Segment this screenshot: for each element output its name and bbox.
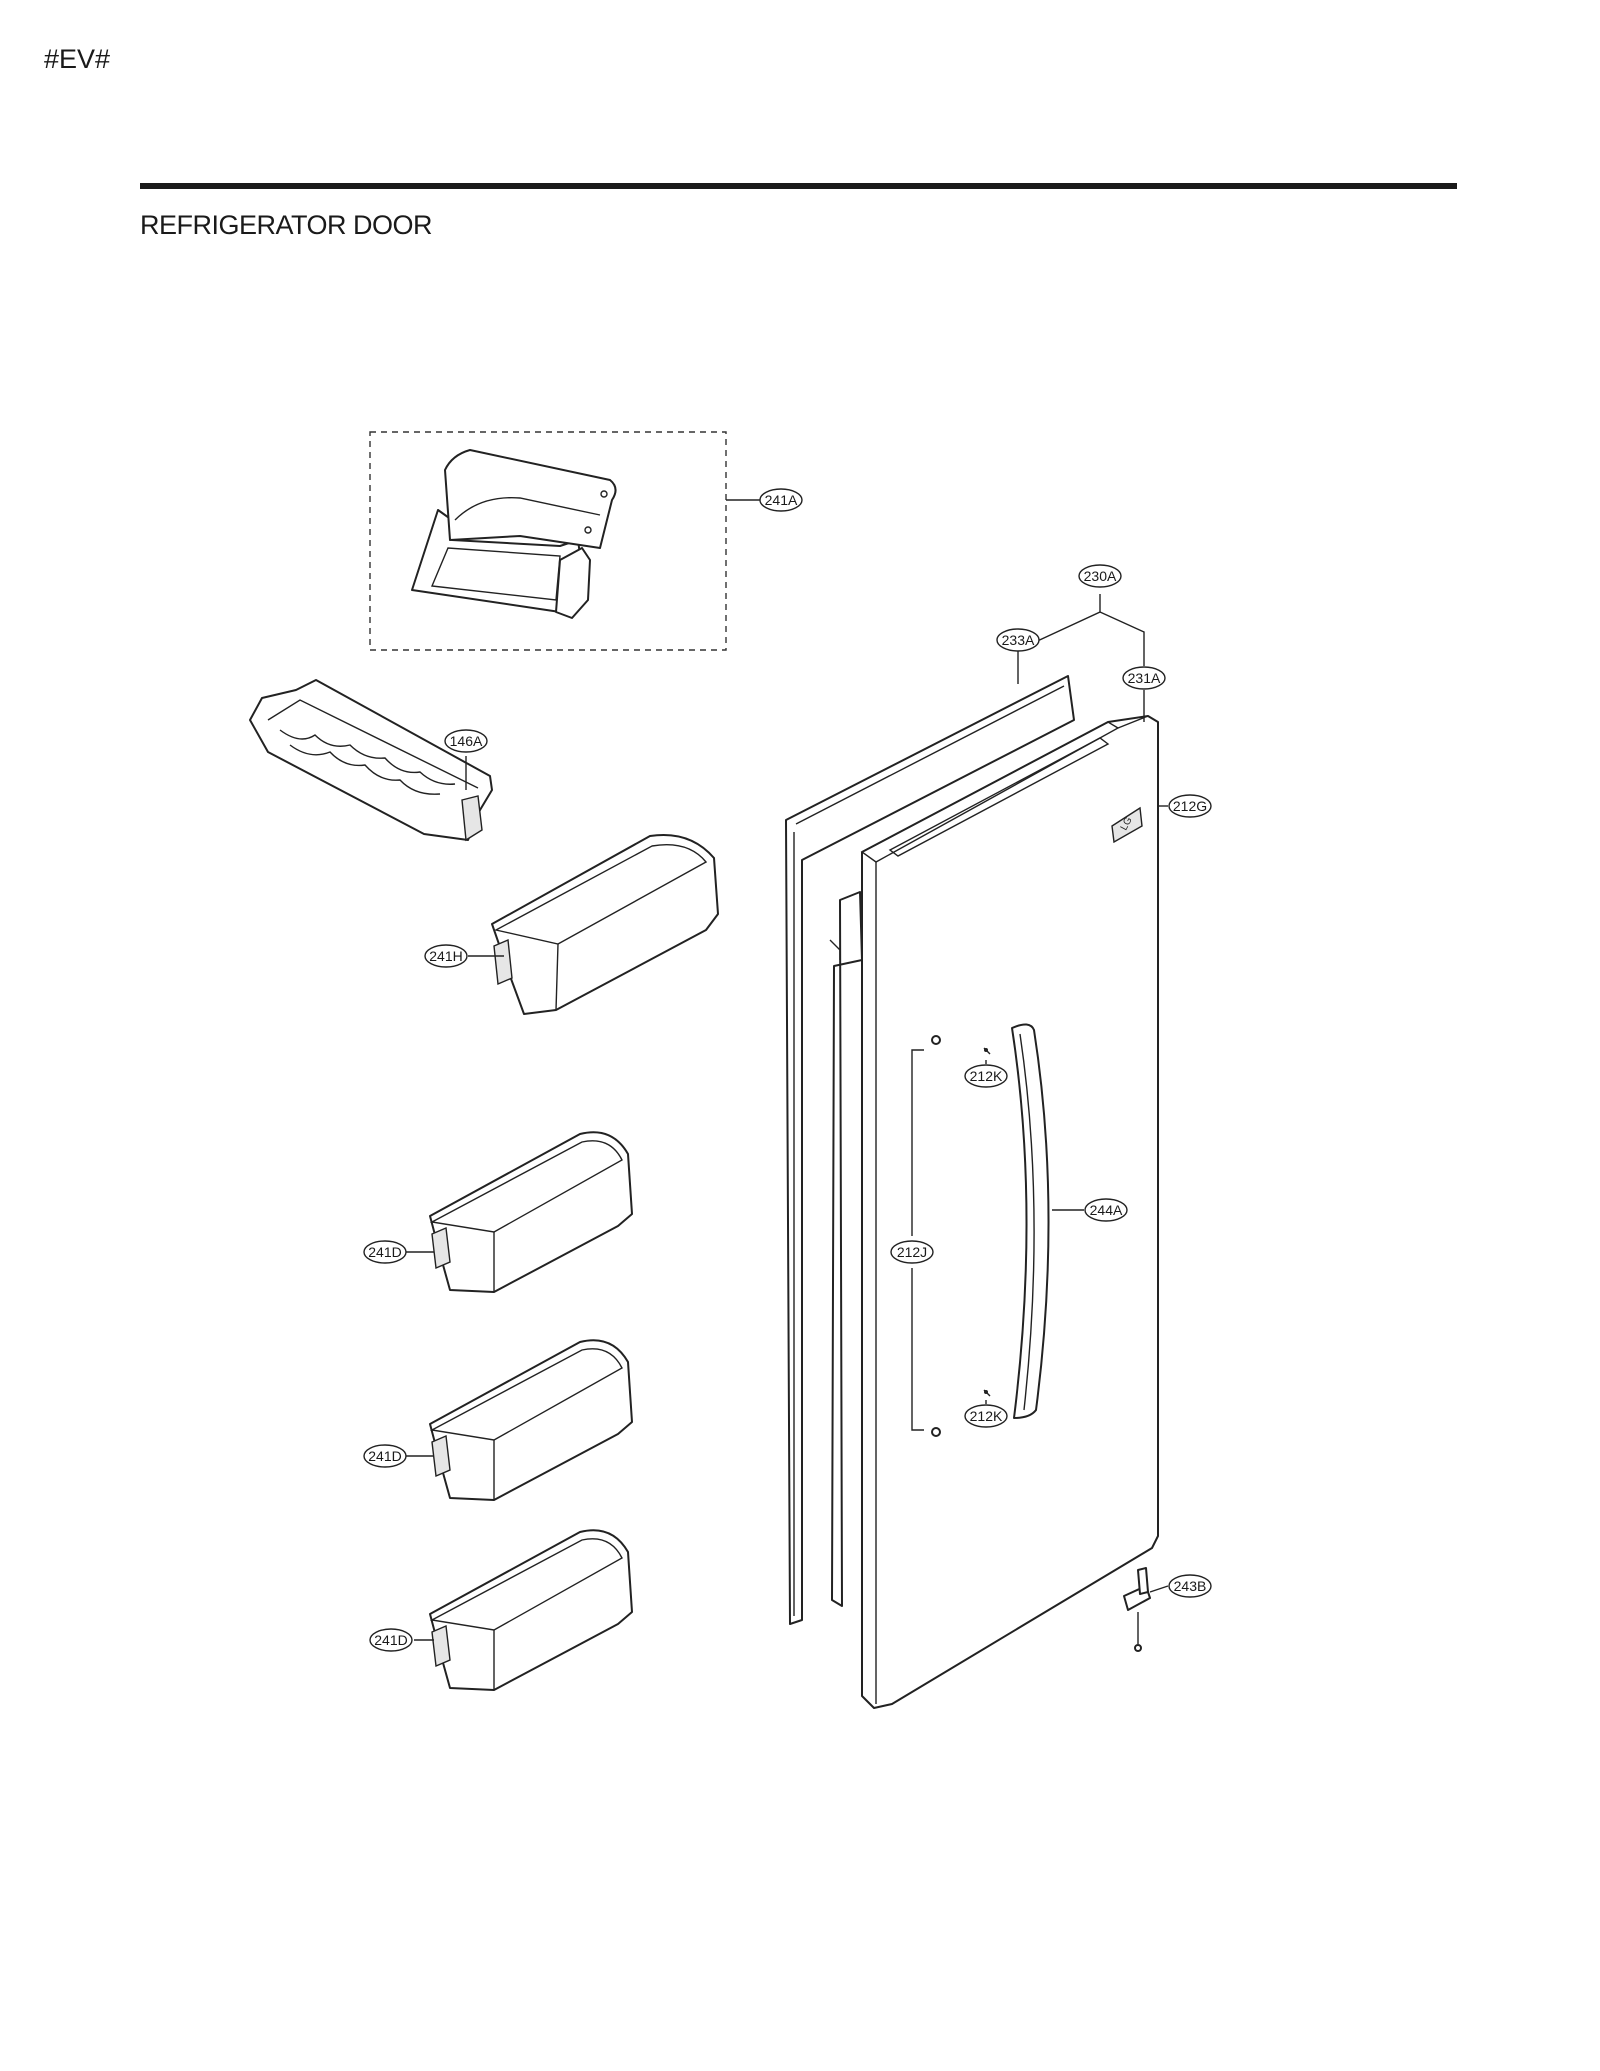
leader-lines [406,499,1169,1641]
part-labels: 241A 230A 233A 231A 146A 212G 241H 212K [363,488,1212,1652]
door-gasket [785,675,1075,1625]
svg-text:230A: 230A [1084,568,1117,584]
door-bin-241D-1 [429,1131,633,1293]
svg-text:241D: 241D [374,1632,407,1648]
header-rule [140,183,1457,189]
label-212K-lower: 212K [964,1404,1008,1428]
svg-text:241H: 241H [429,948,462,964]
door-bin-241D-3 [429,1529,633,1691]
svg-text:231A: 231A [1128,670,1161,686]
egg-tray [249,679,493,842]
label-233A: 233A [996,628,1040,652]
label-212J: 212J [890,1240,934,1264]
svg-text:243B: 243B [1174,1578,1207,1594]
label-241D-3: 241D [369,1628,413,1652]
svg-text:233A: 233A [1002,632,1035,648]
assembly-dashed-box [369,431,727,651]
svg-text:212K: 212K [970,1408,1003,1424]
label-243B: 243B [1168,1574,1212,1598]
label-212G: 212G [1168,794,1212,818]
label-241A: 241A [759,488,803,512]
dairy-bin-assembly [369,431,727,651]
svg-text:146A: 146A [450,733,483,749]
door-bin-241D-2 [429,1339,633,1501]
label-244A: 244A [1084,1198,1128,1222]
svg-text:241D: 241D [368,1448,401,1464]
lg-logo-badge [1111,806,1143,844]
page-code: #EV# [44,44,111,74]
door-panel: LG [860,715,1159,1709]
door-handle [1011,1023,1050,1419]
svg-text:241A: 241A [765,492,798,508]
label-231A: 231A [1122,666,1166,690]
svg-text:212G: 212G [1173,798,1207,814]
label-230A: 230A [1078,564,1122,588]
section-title: REFRIGERATOR DOOR [140,210,433,240]
door-bin-241H [491,834,719,1015]
door-liner [829,891,863,1607]
label-241H: 241H [424,944,468,968]
door-hinge [1123,1567,1151,1652]
svg-text:212J: 212J [897,1244,927,1260]
label-241D-2: 241D [363,1444,407,1468]
svg-text:241D: 241D [368,1244,401,1260]
handle-screws [931,1035,991,1437]
label-212K-upper: 212K [964,1064,1008,1088]
label-146A: 146A [444,729,488,753]
label-241D-1: 241D [363,1240,407,1264]
svg-text:212K: 212K [970,1068,1003,1084]
svg-text:244A: 244A [1090,1202,1123,1218]
